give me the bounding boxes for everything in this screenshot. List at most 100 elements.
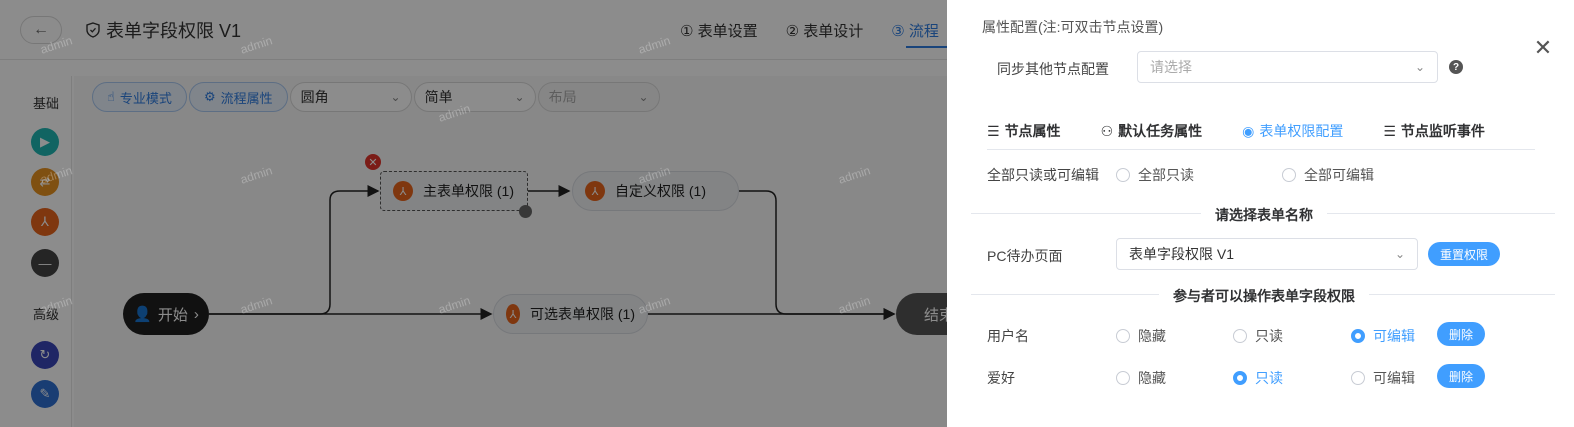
approval-icon: ⅄: [585, 181, 605, 201]
step-form-design[interactable]: ② 表单设计: [785, 23, 864, 40]
field-hidden-radio[interactable]: 隐藏: [1116, 368, 1166, 388]
radio-label: 可编辑: [1373, 370, 1415, 386]
sync-config-select[interactable]: 请选择 ⌄: [1137, 51, 1438, 83]
tab-form-permissions[interactable]: ◉表单权限配置: [1242, 120, 1343, 142]
delete-field-button[interactable]: 删除: [1437, 364, 1485, 388]
field-readonly-radio[interactable]: 只读: [1233, 368, 1283, 388]
main-form-node[interactable]: ⅄ 主表单权限 (1): [380, 171, 528, 211]
field-editable-radio[interactable]: 可编辑: [1351, 326, 1415, 346]
start-node[interactable]: 👤 开始 ›: [123, 293, 209, 335]
approval-icon: ⅄: [506, 304, 520, 324]
active-step-underline: [906, 46, 952, 48]
tab-node-properties[interactable]: ☰节点属性: [987, 120, 1061, 142]
step-form-settings[interactable]: ① 表单设置: [680, 23, 758, 40]
layout-select-value: 布局: [548, 89, 577, 105]
radio-dot: [1282, 168, 1296, 182]
chevron-down-icon: ⌄: [1414, 60, 1425, 74]
end-node[interactable]: 结束: [896, 293, 952, 335]
all-permission-label: 全部只读或可编辑: [987, 167, 1099, 183]
corner-select-value: 圆角: [300, 89, 329, 105]
chevron-down-icon: ⌄: [1394, 247, 1405, 261]
optional-form-node-label: 可选表单权限 (1): [530, 306, 635, 322]
style-select-value: 简单: [424, 89, 453, 105]
eye-icon: ◉: [1242, 122, 1255, 139]
tab-label: 节点属性: [1004, 123, 1061, 139]
radio-label: 只读: [1255, 370, 1283, 386]
shield-icon: [86, 22, 100, 38]
flow-props-label: 流程属性: [220, 90, 273, 106]
user-edit-icon[interactable]: ✎: [31, 380, 59, 408]
palette-advanced-label: 高级: [32, 307, 59, 322]
radio-dot: [1116, 329, 1130, 343]
branch-icon[interactable]: ⇄: [31, 168, 59, 196]
radio-dot: [1351, 371, 1365, 385]
tab-node-listeners[interactable]: ☰节点监听事件: [1383, 120, 1485, 142]
flow-connectors: [209, 185, 896, 320]
optional-form-node[interactable]: ⅄ 可选表单权限 (1): [493, 294, 648, 334]
tab-label: 节点监听事件: [1400, 123, 1485, 139]
section-field-permissions: 参与者可以操作表单字段权限: [1159, 286, 1369, 306]
loop-icon[interactable]: ↻: [31, 341, 59, 369]
corner-select[interactable]: 圆角 ⌄: [289, 82, 412, 112]
radio-label: 可编辑: [1373, 328, 1415, 344]
tab-label: 表单权限配置: [1259, 123, 1344, 139]
sync-config-label: 同步其他节点配置: [997, 61, 1109, 77]
approval-icon: ⅄: [393, 181, 413, 201]
delete-field-button[interactable]: 删除: [1437, 322, 1485, 346]
pc-page-select[interactable]: 表单字段权限 V1 ⌄: [1116, 238, 1418, 270]
sliders-icon: ☰: [1383, 122, 1396, 139]
layout-select[interactable]: 布局⌄: [537, 82, 660, 112]
field-editable-radio[interactable]: 可编辑: [1351, 368, 1415, 388]
hand-icon: ☝: [107, 89, 115, 104]
play-icon[interactable]: ▶: [31, 128, 59, 156]
pro-mode-button[interactable]: ☝ 专业模式: [92, 82, 187, 112]
flow-canvas[interactable]: [74, 76, 952, 427]
radio-dot: [1116, 371, 1130, 385]
radio-label: 隐藏: [1138, 370, 1166, 386]
canvas-toolbar: ☝ 专业模式 ⚙ 流程属性 圆角 ⌄ 简单⌄ 布局⌄: [92, 82, 660, 112]
editor-header: ← 表单字段权限 V1 ① 表单设置 ② 表单设计 ③ 流程: [0, 0, 952, 60]
modal-mask[interactable]: [0, 0, 952, 427]
pc-page-label: PC待办页面: [987, 248, 1063, 264]
drawer-title: 属性配置(注:可双击节点设置): [982, 19, 1164, 35]
style-select[interactable]: 简单⌄: [413, 82, 536, 112]
flow-editor: ← 表单字段权限 V1 ① 表单设置 ② 表单设计 ③ 流程 基础 ▶ ⇄ ⅄ …: [0, 0, 952, 427]
end-node-label: 结束: [924, 306, 952, 324]
connection-anchor[interactable]: [519, 205, 532, 218]
radio-dot: [1351, 329, 1365, 343]
gear-icon: ⚙: [203, 89, 216, 104]
back-button[interactable]: ←: [20, 16, 62, 44]
all-readonly-radio[interactable]: 全部只读: [1116, 165, 1194, 185]
tab-default-task[interactable]: ⚇默认任务属性: [1101, 120, 1203, 142]
pro-mode-label: 专业模式: [119, 90, 172, 106]
custom-permission-node[interactable]: ⅄ 自定义权限 (1): [572, 171, 739, 211]
approval-icon[interactable]: ⅄: [31, 208, 59, 236]
node-palette: 基础 ▶ ⇄ ⅄ — 高级 ↻ ✎: [20, 76, 72, 427]
arrow-left-icon: ←: [33, 21, 49, 38]
sync-config-placeholder: 请选择: [1150, 59, 1192, 75]
radio-dot: [1233, 371, 1247, 385]
main-form-node-label: 主表单权限 (1): [423, 183, 514, 199]
section-form-name: 请选择表单名称: [1201, 205, 1327, 225]
reset-permissions-button[interactable]: 重置权限: [1428, 242, 1500, 266]
field-name: 爱好: [987, 370, 1015, 386]
step-flow[interactable]: ③ 流程: [891, 23, 939, 40]
close-icon[interactable]: ✕: [1533, 35, 1553, 60]
radio-dot: [1233, 329, 1247, 343]
chevron-down-icon: ⌄: [390, 90, 401, 104]
field-readonly-radio[interactable]: 只读: [1233, 326, 1283, 346]
page-title-text: 表单字段权限 V1: [106, 21, 242, 41]
question-icon[interactable]: ?: [1449, 60, 1463, 74]
flow-props-button[interactable]: ⚙ 流程属性: [188, 82, 288, 112]
drawer-tabs: ☰节点属性 ⚇默认任务属性 ◉表单权限配置 ☰节点监听事件: [987, 120, 1535, 150]
delete-node-icon[interactable]: ✕: [365, 154, 381, 170]
pc-page-value: 表单字段权限 V1: [1129, 246, 1235, 262]
radio-dot: [1116, 168, 1130, 182]
minus-icon[interactable]: —: [31, 249, 59, 277]
tab-label: 默认任务属性: [1118, 123, 1203, 139]
sliders-icon: ☰: [987, 122, 1000, 139]
all-editable-radio[interactable]: 全部可编辑: [1282, 165, 1374, 185]
radio-label: 全部只读: [1138, 167, 1194, 183]
field-name: 用户名: [987, 328, 1029, 344]
field-hidden-radio[interactable]: 隐藏: [1116, 326, 1166, 346]
